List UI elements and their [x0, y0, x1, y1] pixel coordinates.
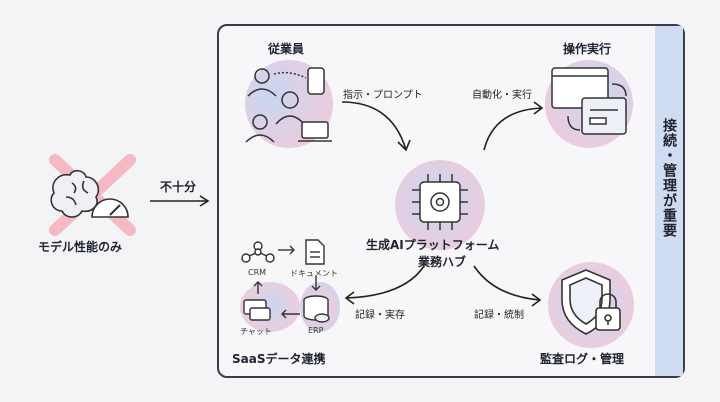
- crm-label: CRM: [248, 268, 267, 277]
- saas-title: SaaSデータ連携: [232, 352, 326, 366]
- saas-illustration: [241, 239, 330, 323]
- hub-title-line1: 生成AIプラットフォーム: [366, 238, 500, 252]
- automate-arrow: [483, 101, 544, 151]
- brain-gauge-illustration: [49, 154, 136, 236]
- operations-illustration: [551, 67, 627, 135]
- brain-icon: [50, 169, 100, 218]
- employees-title: 従業員: [268, 42, 305, 56]
- chip-gear-icon: [412, 174, 468, 230]
- database-icon: [303, 295, 330, 323]
- record-exec-arrow: [344, 265, 425, 305]
- network-icon: [241, 241, 275, 263]
- person-icon: [252, 114, 268, 130]
- person-icon: [254, 68, 270, 84]
- erp-label: ERP: [308, 326, 324, 335]
- document-icon: [305, 239, 325, 265]
- record-govern-arrow: [473, 265, 542, 307]
- laptop-icon: [301, 121, 329, 139]
- person-icon: [281, 91, 299, 109]
- operations-title: 操作実行: [563, 42, 612, 56]
- model-performance-label: モデル性能のみ: [38, 240, 123, 254]
- audit-title: 監査ログ・管理: [540, 352, 625, 366]
- form-icon: [581, 97, 627, 135]
- instruct-label: 指示・プロンプト: [343, 90, 423, 101]
- model-performance-node: [30, 154, 140, 236]
- hub-title-line2: 業務ハブ: [418, 255, 467, 269]
- shield-lock-icon: [561, 269, 621, 335]
- insufficient-arrow: [150, 195, 210, 207]
- chat-icon: [243, 299, 271, 321]
- employees-illustration: [245, 67, 332, 143]
- automate-label: 自動化・実行: [472, 90, 532, 101]
- gauge-icon: [91, 198, 129, 218]
- phone-icon: [307, 67, 325, 95]
- insufficient-label: 不十分: [160, 180, 197, 194]
- instruct-arrow: [341, 101, 411, 152]
- record-exec-label: 記録・実存: [355, 310, 405, 321]
- document-label: ドキュメント: [290, 269, 338, 278]
- side-label: 接続・管理が重要: [661, 118, 677, 238]
- record-govern-label: 記録・統制: [474, 310, 524, 321]
- side-band: [655, 26, 683, 376]
- chat-label: チャット: [240, 327, 272, 336]
